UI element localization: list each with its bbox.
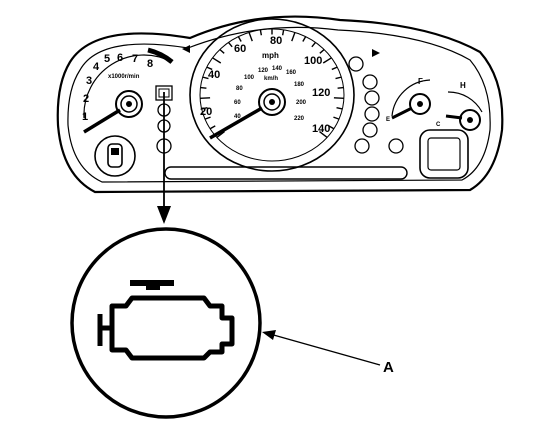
tach-tick: 2 <box>83 93 89 105</box>
speedo-tick-mark <box>319 130 328 138</box>
odometer-display <box>419 129 469 179</box>
speedo-tick-mark <box>248 32 253 42</box>
speedo-tick-mark <box>336 107 343 110</box>
mph-unit-label: mph <box>262 51 279 60</box>
mph-tick: 60 <box>234 43 246 55</box>
mph-tick: 80 <box>270 35 282 47</box>
speedo-tick-mark <box>337 86 344 89</box>
tach-needle <box>83 108 121 134</box>
tach-tick: 3 <box>86 75 92 87</box>
tach-hub <box>115 90 143 118</box>
kmh-tick: 220 <box>294 116 305 122</box>
speedometer: 20 40 60 80 100 120 140 mph 40 60 80 100… <box>189 18 355 172</box>
kmh-tick: 120 <box>258 68 269 74</box>
speedo-tick-mark <box>328 125 335 130</box>
indicator-pointer <box>157 92 171 224</box>
speedo-tick-mark <box>227 41 233 48</box>
speedo-tick-mark <box>333 116 340 120</box>
mph-tick: 140 <box>312 123 330 135</box>
callout-label-text: A <box>383 359 394 376</box>
speedo-tick-mark <box>291 32 296 42</box>
kmh-tick: 180 <box>294 82 305 88</box>
check-engine-callout <box>70 227 262 419</box>
tachometer: 1 2 3 4 5 6 7 8 x1000r/min <box>82 47 174 177</box>
fuel-empty-label: E <box>386 117 390 123</box>
callout-label-a: A <box>262 330 394 376</box>
speedo-tick-mark <box>209 125 216 130</box>
mph-tick: 120 <box>312 87 330 99</box>
speedo-hub <box>258 88 286 116</box>
fuel-gauge: F E <box>386 77 431 123</box>
tach-tick: 8 <box>147 58 153 70</box>
speedo-tick-mark <box>200 86 207 89</box>
speedo-tick-mark <box>237 36 242 42</box>
kmh-tick: 40 <box>234 114 241 120</box>
fuel-needle <box>391 106 413 120</box>
speedo-tick-mark <box>201 107 208 110</box>
temp-hot-label: H <box>460 81 466 90</box>
kmh-tick: 200 <box>296 100 307 106</box>
tach-tick: 7 <box>132 53 138 65</box>
right-indicator-column <box>348 56 404 154</box>
temp-cold-label: C <box>436 122 441 128</box>
speedo-tick-mark <box>319 48 325 54</box>
speedo-tick-mark <box>311 41 317 48</box>
speedo-tick-mark <box>216 130 225 138</box>
tach-tick: 6 <box>117 52 123 64</box>
speedo-tick-mark <box>212 57 222 64</box>
temp-gauge: H C <box>436 81 483 131</box>
tach-tick: 5 <box>104 53 110 65</box>
speedo-tick-mark <box>335 76 342 80</box>
kmh-tick: 160 <box>286 70 297 76</box>
kmh-tick: 60 <box>234 100 241 106</box>
mph-tick: 100 <box>304 55 322 67</box>
speedo-needle <box>209 106 263 140</box>
speedo-tick-mark <box>331 66 338 71</box>
check-engine-icon <box>97 280 235 361</box>
speedo-tick-mark <box>281 29 285 36</box>
speedo-tick-mark <box>302 36 307 42</box>
speedo-tick-mark <box>322 57 332 64</box>
kmh-unit-label: km/h <box>264 76 278 82</box>
tach-tick: 4 <box>93 61 100 73</box>
mph-tick: 40 <box>208 69 220 81</box>
speedo-tick-mark <box>259 29 263 36</box>
tach-tick: 1 <box>82 111 88 123</box>
kmh-tick: 80 <box>236 86 243 92</box>
cluster-housing <box>56 15 504 194</box>
speedo-tick-mark <box>219 48 225 54</box>
tach-unit-label: x1000r/min <box>108 74 140 80</box>
speedo-tick-mark <box>206 66 213 71</box>
kmh-tick: 140 <box>272 66 283 72</box>
mph-tick: 20 <box>200 106 212 118</box>
fuel-full-label: F <box>418 77 423 86</box>
door-ajar-icon <box>94 135 136 177</box>
speedo-tick-mark <box>204 116 211 120</box>
temp-needle <box>445 114 463 120</box>
kmh-tick: 100 <box>244 75 255 81</box>
speedo-tick-mark <box>202 76 209 80</box>
